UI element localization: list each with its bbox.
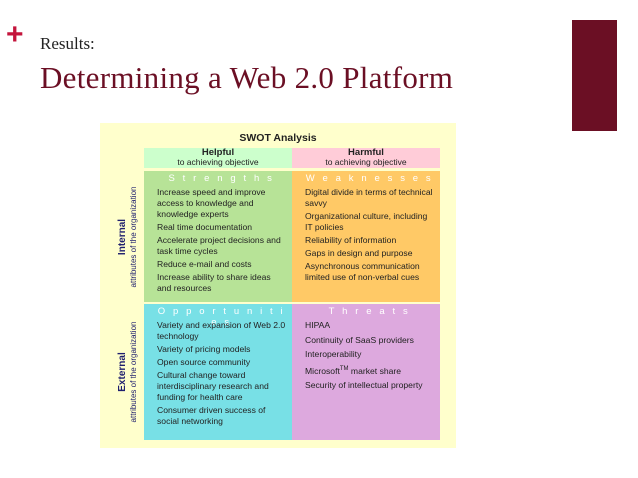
list-item: Increase ability to share ideas and reso… [157,272,271,293]
list-item: Digital divide in terms of technical sav… [305,187,433,208]
external-label: External [117,352,128,392]
weaknesses-quadrant: W e a k n e s s e s Digital divide in te… [292,171,440,302]
strengths-heading: S t r e n g t h s [168,173,275,184]
list-item: HIPAA [305,320,331,330]
swot-title: SWOT Analysis [239,132,317,144]
list-item: Gaps in design and purpose [305,248,413,258]
list-item: Accelerate project decisions and task ti… [157,235,281,256]
plus-icon: + [6,18,24,51]
internal-sub: attributes of the organization [129,186,138,287]
list-item: Organizational culture, including IT pol… [305,211,428,232]
opportunities-heading: O p p o r t u n i t i e s [157,306,286,328]
list-item: Variety and expansion of Web 2.0 technol… [157,320,286,341]
decorative-bar [572,20,617,131]
helpful-header: Helpful to achieving objective [144,148,292,168]
list-item: Continuity of SaaS providers [305,334,414,345]
list-item: Reliability of information [305,235,397,245]
helpful-label: Helpful [201,147,235,158]
threats-heading: T h r e a t s [328,306,411,317]
harmful-sub: to achieving objective [325,156,407,167]
list-item: Consumer driven success of social networ… [157,405,266,426]
opportunities-list: Variety and expansion of Web 2.0 technol… [157,320,286,427]
external-row-label: External attributes of the organization [114,304,142,440]
list-item: Security of intellectual property [305,379,423,390]
microsoft-suffix: market share [348,365,402,376]
swot-diagram: SWOT Analysis Helpful to achieving objec… [100,123,456,448]
list-item: Interoperability [305,349,362,359]
harmful-label: Harmful [348,147,384,158]
internal-label: Internal [117,218,128,255]
list-item: Asynchronous communication limited use o… [305,261,420,282]
weaknesses-list: Digital divide in terms of technical sav… [305,187,434,283]
list-item: Variety of pricing models [157,344,251,354]
harmful-header: Harmful to achieving objective [292,148,440,168]
weaknesses-heading: W e a k n e s s e s [305,173,434,184]
list-item: Real time documentation [157,222,253,232]
list-item-microsoft: MicrosoftTM market share [305,364,434,377]
trademark-sup: TM [339,365,349,372]
slide-kicker: Results: [40,34,95,53]
external-sub: attributes of the organization [129,321,138,423]
internal-row-label: Internal attributes of the organization [114,171,142,302]
threats-list: HIPAA Continuity of SaaS providers Inter… [305,320,434,391]
list-item: Open source community [157,357,251,367]
threats-quadrant: T h r e a t s HIPAA Continuity of SaaS p… [292,304,440,440]
list-item: Reduce e-mail and costs [157,259,252,269]
list-item: Cultural change toward interdisciplinary… [157,370,269,402]
microsoft-prefix: Microsoft [305,365,340,376]
strengths-quadrant: S t r e n g t h s Increase speed and imp… [144,171,292,302]
list-item: Increase speed and improve access to kno… [157,187,266,219]
opportunities-quadrant: O p p o r t u n i t i e s Variety and ex… [144,304,292,440]
slide-title: Determining a Web 2.0 Platform [40,60,454,95]
helpful-sub: to achieving objective [177,156,259,167]
strengths-list: Increase speed and improve access to kno… [157,187,286,294]
